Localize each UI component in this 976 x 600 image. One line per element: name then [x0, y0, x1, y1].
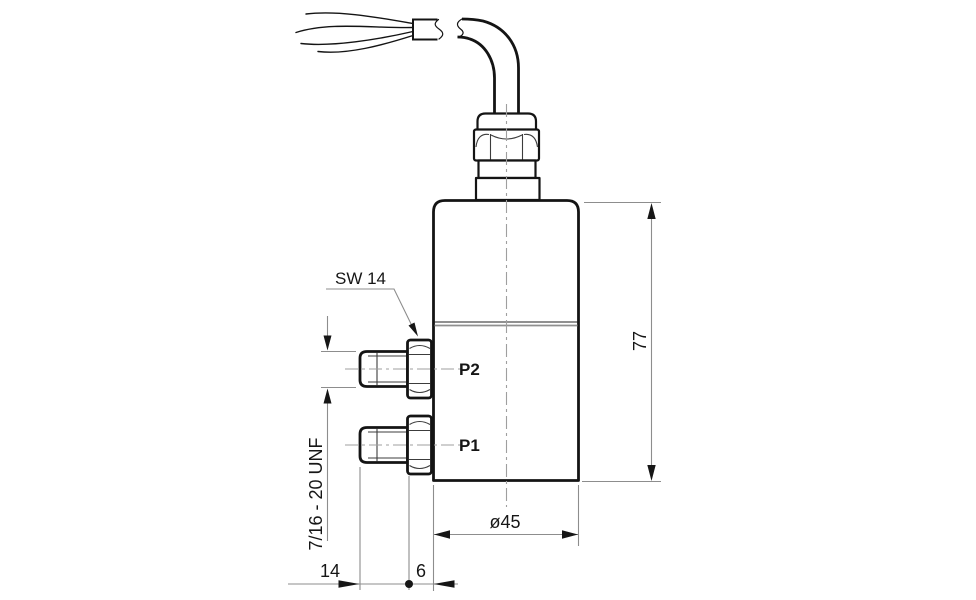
port-p2-hex-chamfer-arcs	[409, 344, 431, 394]
wire-lead-1	[305, 12, 414, 25]
dim-hex-offset-dot	[405, 580, 413, 588]
cable-inner-edge	[457, 35, 496, 113]
dim-thread-length-arrow	[338, 580, 360, 588]
wrench-size-leader-line	[326, 288, 415, 332]
cable-break-edge-left	[434, 18, 444, 40]
dim-height-arrow-up	[647, 203, 656, 219]
dim-diameter-arrow-left	[434, 530, 450, 539]
port-p2-stud	[358, 350, 409, 388]
dim-hex-offset-value: 6	[416, 561, 426, 581]
port-p1-stud	[358, 426, 409, 464]
dim-height-arrow-down	[647, 465, 656, 481]
port-p2-hex-facet-lines	[408, 353, 431, 385]
wire-lead-4	[317, 34, 414, 53]
cable	[412, 17, 520, 113]
thread-spec-arrow-down	[323, 335, 332, 351]
port-p1-label: P1	[459, 436, 480, 455]
callout-wrench-size: SW 14	[326, 269, 418, 337]
dim-height-value: 77	[630, 331, 650, 351]
dim-thread-length-value: 14	[320, 561, 340, 581]
bottom-dimensions: 14 6	[288, 467, 458, 590]
cable-break-edge-right	[456, 18, 464, 39]
port-p1-hex-chamfer-arcs	[409, 420, 431, 470]
dim-body-height: 77	[582, 201, 661, 483]
port-p2-label: P2	[459, 360, 480, 379]
dim-thread-spec: 7/16 - 20 UNF	[306, 316, 356, 551]
port-p1-thread-lines	[368, 431, 407, 459]
body-outline	[432, 199, 580, 482]
cable-outer-edge	[461, 17, 520, 113]
wrench-size-label: SW 14	[335, 269, 386, 288]
dim-hex-offset-arrow	[433, 580, 455, 588]
wire-leads	[295, 12, 414, 53]
wrench-size-leader-arrowhead	[408, 322, 418, 337]
gland-base-collar	[474, 176, 541, 202]
gland-hex-facet-lines	[489, 134, 524, 160]
cable-sheath-stub	[412, 18, 438, 41]
dim-diameter-arrow-right	[562, 530, 578, 539]
port-p1	[358, 414, 433, 476]
port-p2-thread-lines	[368, 355, 407, 383]
wire-lead-2	[295, 25, 414, 34]
dim-body-diameter: ø45	[432, 485, 580, 591]
wire-lead-3	[300, 30, 414, 46]
thread-spec-arrow-up	[323, 388, 332, 404]
dim-diameter-value: ø45	[489, 512, 520, 532]
thread-spec-label: 7/16 - 20 UNF	[306, 437, 326, 550]
port-p1-hex-facet-lines	[408, 429, 431, 461]
